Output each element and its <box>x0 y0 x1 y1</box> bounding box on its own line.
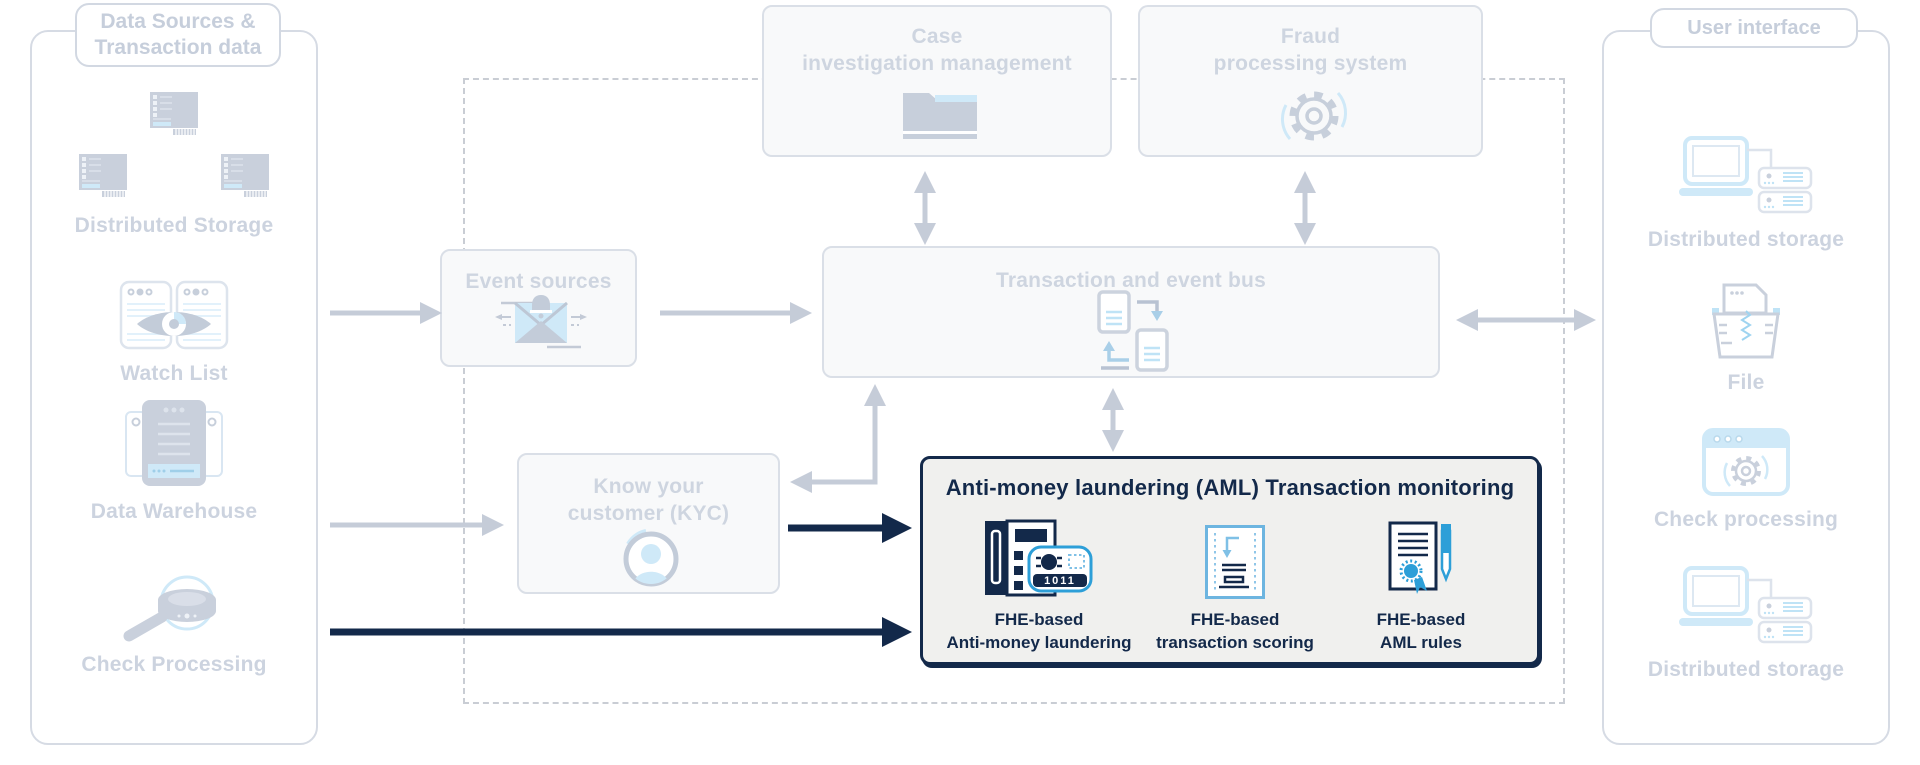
panel-item-watch-list: Watch List <box>34 280 314 386</box>
panel-item-check-processing: Check Processing <box>34 575 314 677</box>
workstation-storage-icon <box>1678 136 1814 218</box>
aml-monitoring-box: Anti-money laundering (AML) Transaction … <box>920 456 1540 665</box>
arrow-sources-to-event-sources <box>330 302 442 324</box>
panel-item-check-processing: Check processing <box>1606 428 1886 532</box>
panel-item-label: Check Processing <box>81 653 267 676</box>
node-know-your-customer: Know your customer (KYC) <box>517 453 780 594</box>
node-title: Case investigation management <box>802 25 1072 76</box>
node-event-sources: Event sources <box>440 249 637 367</box>
check-processing-magnifier-icon <box>115 575 233 643</box>
aml-item-label: FHE-based transaction scoring <box>1156 610 1314 652</box>
document-exchange-icon <box>1097 290 1169 372</box>
fhe-transaction-scoring-icon <box>1205 517 1265 599</box>
notification-envelope-icon <box>495 295 587 349</box>
workstation-storage-icon <box>1678 566 1814 648</box>
panel-item-label: File <box>1727 371 1765 394</box>
fhe-aml-rules-icon <box>1388 517 1454 599</box>
panel-title-text: Data Sources & Transaction data <box>94 9 262 59</box>
panel-item-label: Check processing <box>1653 508 1839 531</box>
panel-item-distributed-storage-bottom: Distributed storage <box>1606 566 1886 682</box>
panel-item-distributed-storage: Distributed Storage <box>34 92 314 238</box>
node-title: Know your customer (KYC) <box>567 475 730 526</box>
panel-item-distributed-storage-top: Distributed storage <box>1606 136 1886 252</box>
panel-item-label: Distributed Storage <box>74 214 274 237</box>
panel-item-label: Distributed storage <box>1647 228 1845 251</box>
binary-code-text: 1011 <box>1044 575 1076 587</box>
panel-item-label: Data Warehouse <box>90 500 258 523</box>
file-shredder-icon <box>1706 283 1786 361</box>
aml-item-transaction-scoring: FHE-based transaction scoring <box>1125 517 1345 654</box>
gear-icon <box>1280 91 1348 141</box>
panel-title-text: User interface <box>1687 16 1821 39</box>
panel-item-label: Distributed storage <box>1647 658 1845 681</box>
fhe-aml-engine-icon: 1011 <box>983 517 1095 599</box>
distributed-storage-files-icon <box>79 92 269 204</box>
aml-item-anti-money-laundering: 1011 FHE-based Anti-money laundering <box>929 517 1149 654</box>
aml-item-label: FHE-based AML rules <box>1376 610 1466 652</box>
node-title: Transaction and event bus <box>996 269 1266 292</box>
panel-item-file: File <box>1606 283 1886 395</box>
node-case-investigation: Case investigation management <box>762 5 1112 157</box>
customer-avatar-icon <box>623 529 679 587</box>
browser-gear-icon <box>1702 428 1790 498</box>
panel-item-data-warehouse: Data Warehouse <box>34 400 314 524</box>
user-interface-panel-title: User interface <box>1650 8 1858 48</box>
aml-box-title: Anti-money laundering (AML) Transaction … <box>945 475 1515 500</box>
aml-item-label: FHE-based Anti-money laundering <box>946 610 1132 652</box>
data-sources-panel-title: Data Sources & Transaction data <box>75 3 281 67</box>
folder-icon <box>903 93 977 139</box>
node-title: Fraud processing system <box>1213 25 1408 76</box>
aml-item-aml-rules: FHE-based AML rules <box>1311 517 1531 654</box>
data-warehouse-server-icon <box>124 400 224 490</box>
panel-item-label: Watch List <box>120 362 228 385</box>
node-transaction-event-bus: Transaction and event bus <box>822 246 1440 378</box>
node-fraud-processing: Fraud processing system <box>1138 5 1483 157</box>
watch-list-eye-icon <box>119 280 229 352</box>
node-title: Event sources <box>465 270 612 293</box>
